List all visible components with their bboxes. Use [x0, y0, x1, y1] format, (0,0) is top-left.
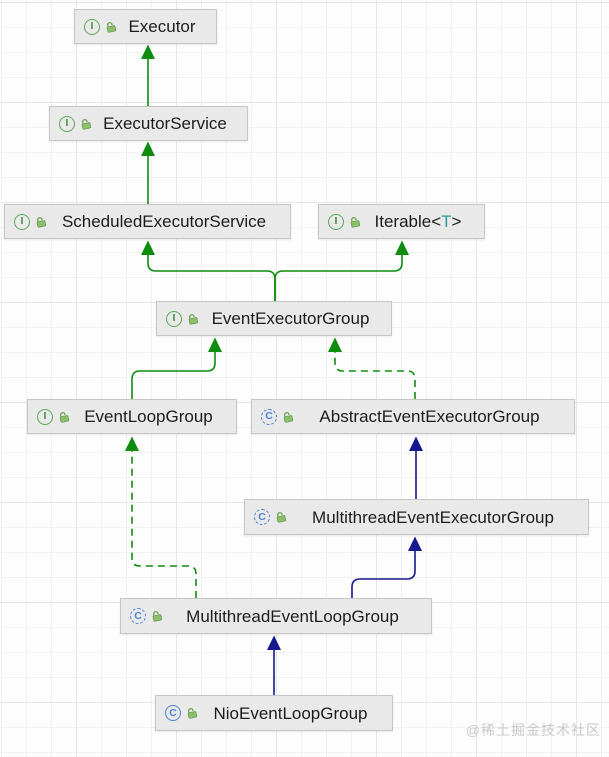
interface-icon: I	[328, 213, 344, 230]
diagram-node-multithreadeventloopgroup[interactable]: C MultithreadEventLoopGroup	[120, 598, 432, 634]
class-name-label: Executor	[128, 17, 196, 36]
diagram-node-eventexecutorgroup[interactable]: I EventExecutorGroup	[156, 301, 392, 336]
diagram-node-nioeventloopgroup[interactable]: C NioEventLoopGroup	[155, 695, 393, 731]
lock-icon	[57, 409, 71, 423]
diagram-node-scheduledexecutorservice[interactable]: I ScheduledExecutorService	[4, 204, 291, 239]
edge-multithreadeventloopgroup-extends-multithreadeventexecutorgroup	[351, 536, 422, 598]
class-name-label: ExecutorService	[103, 114, 227, 133]
edge-multithreadeventloopgroup-implements-eventloopgroup	[125, 436, 197, 598]
class-name-label: Iterable<T>	[374, 212, 462, 231]
lock-icon	[274, 510, 288, 524]
lock-icon	[281, 409, 295, 423]
lock-icon	[150, 609, 164, 623]
diagram-node-multithreadeventexecutorgroup[interactable]: C MultithreadEventExecutorGroup	[244, 499, 589, 535]
edge-eventexecutorgroup-extends-scheduledexecutorservice	[141, 240, 276, 301]
interface-icon: I	[84, 18, 100, 35]
interface-icon: I	[14, 213, 30, 230]
interface-icon: I	[37, 408, 53, 425]
edge-abstracteventexecutorgroup-implements-eventexecutorgroup	[328, 337, 416, 399]
abstract-class-icon: C	[254, 509, 270, 525]
abstract-class-icon: C	[261, 408, 277, 425]
diagram-node-iterable[interactable]: I Iterable<T>	[318, 204, 485, 239]
diagram-node-abstracteventexecutorgroup[interactable]: C AbstractEventExecutorGroup	[251, 399, 575, 434]
edge-eventexecutorgroup-extends-iterable	[274, 240, 409, 301]
lock-icon	[185, 706, 199, 720]
diagram-node-executorservice[interactable]: I ExecutorService	[49, 106, 248, 141]
class-name-label: ScheduledExecutorService	[61, 212, 267, 231]
edge-eventloopgroup-extends-eventexecutorgroup	[131, 337, 222, 399]
class-name-label: MultithreadEventExecutorGroup	[312, 507, 554, 527]
lock-icon	[104, 19, 118, 33]
interface-icon: I	[166, 310, 182, 327]
diagram-node-executor[interactable]: I Executor	[74, 9, 217, 44]
interface-icon: I	[59, 115, 75, 132]
abstract-class-icon: C	[130, 608, 146, 624]
lock-icon	[186, 311, 200, 325]
class-name-label: MultithreadEventLoopGroup	[186, 606, 399, 626]
lock-icon	[79, 116, 93, 130]
generic-type-param: T	[441, 212, 452, 231]
class-icon: C	[165, 705, 181, 721]
class-name-label: NioEventLoopGroup	[213, 703, 368, 723]
class-name-label: EventLoopGroup	[84, 407, 213, 426]
class-name-label: AbstractEventExecutorGroup	[319, 407, 540, 426]
lock-icon	[34, 214, 48, 228]
lock-icon	[348, 214, 362, 228]
class-name-label: EventExecutorGroup	[211, 309, 370, 328]
watermark-text: @稀土掘金技术社区	[465, 722, 601, 738]
diagram-node-eventloopgroup[interactable]: I EventLoopGroup	[27, 399, 237, 434]
